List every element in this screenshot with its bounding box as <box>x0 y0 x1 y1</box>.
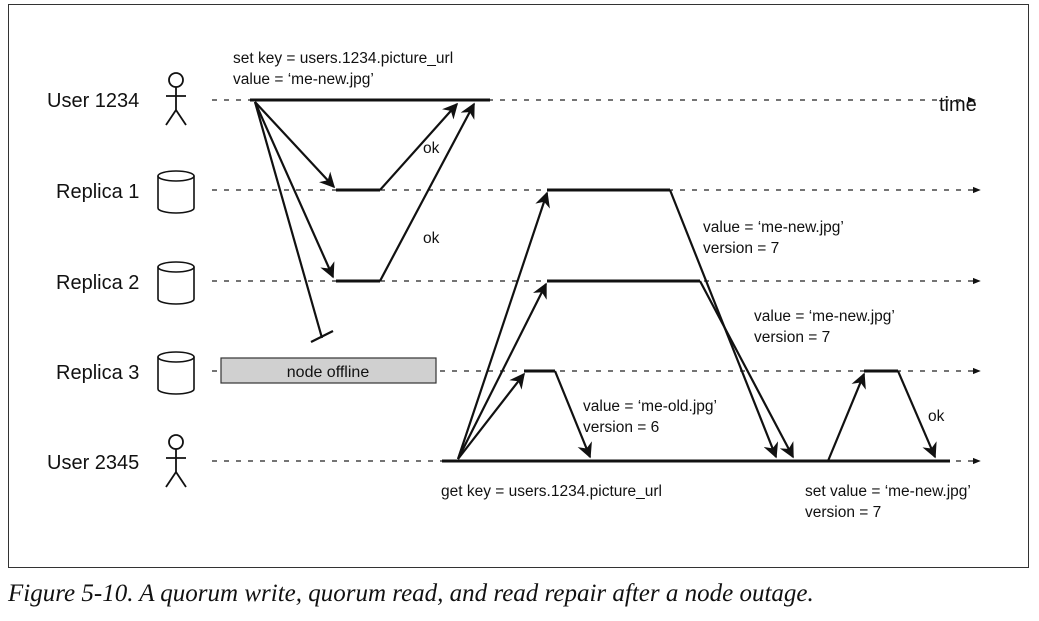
read-arrow-replica1 <box>456 191 550 460</box>
write-arrow-replica3-lost <box>253 101 324 339</box>
row-label-user1234: User 1234 <box>47 90 139 112</box>
replica3-response-line1: value = ‘me-old.jpg’ <box>583 398 717 415</box>
node-offline-box <box>220 357 437 384</box>
replica3-response-line2: version = 6 <box>583 419 659 436</box>
replica1-response-line2: version = 7 <box>703 240 779 257</box>
write-arrow-replica1 <box>254 101 336 189</box>
write-request-line2: value = ‘me-new.jpg’ <box>233 71 374 88</box>
row-label-user2345: User 2345 <box>47 452 139 474</box>
repair-ok-arrow <box>896 370 937 459</box>
write-request-line1: set key = users.1234.picture_url <box>233 50 453 67</box>
database-icon <box>157 170 195 214</box>
quorum-diagram: User 1234 Replica 1 Replica 2 Replica 3 … <box>47 50 981 521</box>
replica1-response-line1: value = ‘me-new.jpg’ <box>703 219 844 236</box>
row-label-replica3: Replica 3 <box>56 362 139 384</box>
database-icon <box>157 351 195 395</box>
replica2-response-line1: value = ‘me-new.jpg’ <box>754 308 895 325</box>
read-request-label: get key = users.1234.picture_url <box>441 483 662 500</box>
row-label-replica1: Replica 1 <box>56 181 139 203</box>
ok-arrow-replica2 <box>379 102 475 282</box>
response-arrow-replica2 <box>699 280 794 459</box>
ok-label-2: ok <box>423 230 440 247</box>
response-arrow-replica3 <box>553 370 592 459</box>
user-icon <box>165 434 187 488</box>
repair-request-line1: set value = ‘me-new.jpg’ <box>805 483 971 500</box>
figure-caption: Figure 5-10. A quorum write, quorum read… <box>8 580 814 607</box>
row-label-replica2: Replica 2 <box>56 272 139 294</box>
repair-request-line2: version = 7 <box>805 504 881 521</box>
ok-arrow-replica1 <box>379 102 459 191</box>
user-icon <box>165 72 187 126</box>
repair-arrow-replica3 <box>826 372 866 462</box>
read-arrow-replica2 <box>457 282 547 460</box>
ok-label-1: ok <box>423 140 440 157</box>
time-label: time <box>939 94 977 116</box>
ok-label-3: ok <box>928 408 945 425</box>
write-arrow-replica2 <box>253 101 335 279</box>
lost-message-mark <box>310 330 334 343</box>
read-arrow-replica3 <box>457 372 525 460</box>
database-icon <box>157 261 195 305</box>
node-offline-label: node offline <box>287 364 370 381</box>
replica2-response-line2: version = 7 <box>754 329 830 346</box>
